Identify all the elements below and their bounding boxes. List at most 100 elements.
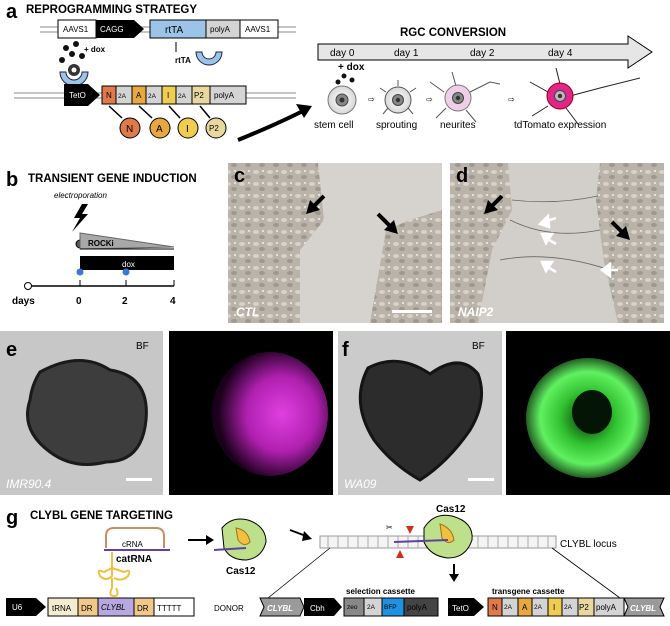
dox-bar bbox=[80, 256, 174, 270]
polya-label-g2: polyA bbox=[596, 603, 617, 612]
tick-label-0: 0 bbox=[76, 296, 82, 307]
panel-g-title: CLYBL GENE TARGETING bbox=[30, 510, 173, 522]
a-label-g: A bbox=[522, 603, 528, 612]
u6-promoter bbox=[6, 598, 46, 616]
stage-stem-cell: stem cell bbox=[314, 120, 353, 131]
panel-e-bf-label: BF bbox=[136, 341, 149, 352]
panel-label-a: a bbox=[6, 1, 18, 23]
aavs1-right-box bbox=[239, 19, 279, 39]
panel-e-organoid bbox=[26, 359, 148, 466]
day-2: day 2 bbox=[470, 48, 495, 59]
p2-label-g: P2 bbox=[579, 603, 589, 612]
conversion-arrow bbox=[237, 108, 306, 142]
panel-c-scalebar bbox=[392, 310, 432, 313]
tick-label-2: 2 bbox=[122, 296, 128, 307]
panel-c-arrowhead-1 bbox=[306, 200, 320, 214]
2a-label-g2: 2A bbox=[504, 604, 513, 611]
factor-n bbox=[119, 117, 141, 139]
panel-f-reporter-label: POU4F2-h2b-mNeonG bbox=[512, 341, 614, 352]
panel-b: b TRANSIENT GENE INDUCTION electroporati… bbox=[6, 169, 197, 307]
panel-d-arrowhead-1 bbox=[484, 200, 498, 214]
panel-c-arrowhead-2 bbox=[384, 220, 398, 234]
dox-label-2: + dox bbox=[338, 62, 365, 73]
cas12-label: Cas12 bbox=[226, 566, 256, 577]
stage-neurites: neurites bbox=[440, 120, 476, 131]
clybl-right-arm bbox=[623, 597, 665, 617]
dox-receptor bbox=[59, 64, 89, 87]
factor-p2-label: P2 bbox=[209, 124, 219, 133]
timeline-arrow bbox=[317, 35, 653, 69]
factor-i-label: I bbox=[186, 124, 189, 135]
scissors-icon: ✂ bbox=[386, 523, 393, 532]
panel-f-organoid bbox=[358, 359, 484, 482]
panel-d-white-arrows bbox=[537, 213, 618, 279]
polya-label-2: polyA bbox=[214, 91, 235, 100]
dr-label-2: DR bbox=[137, 604, 149, 613]
teto-promoter bbox=[64, 84, 100, 106]
donor-label: DONOR bbox=[214, 604, 244, 613]
cas12-bound-label: Cas12 bbox=[436, 504, 466, 515]
panel-c: c CTL bbox=[228, 163, 442, 323]
rocki-wedge bbox=[79, 232, 175, 250]
teto-label: TetO bbox=[69, 91, 86, 100]
factor-n-label: N bbox=[126, 124, 133, 135]
days-axis-origin bbox=[24, 282, 32, 290]
terminator-box bbox=[153, 597, 195, 617]
days-axis-label: days bbox=[12, 296, 35, 307]
panel-a: a REPROGRAMMING STRATEGY AAVS1 CAGG rtTA… bbox=[6, 1, 653, 142]
panel-label-f: f bbox=[342, 339, 349, 361]
factor-arrows bbox=[108, 105, 211, 119]
clybl-left-label: CLYBL bbox=[267, 604, 293, 613]
panel-d-arrowhead-2 bbox=[616, 226, 630, 240]
trna-clover bbox=[97, 552, 131, 598]
cbh-label: Cbh bbox=[310, 604, 325, 613]
neurites-cell bbox=[429, 71, 501, 123]
cas12-complex bbox=[213, 518, 267, 561]
rtta-label: rtTA bbox=[165, 25, 183, 36]
panel-c-colony-left bbox=[228, 163, 324, 323]
factor-i bbox=[177, 117, 199, 139]
day-0: day 0 bbox=[330, 48, 355, 59]
polya-box-g2 bbox=[593, 597, 625, 617]
stage-arrow-1: ⇨ bbox=[368, 95, 375, 104]
tick-label-4: 4 bbox=[170, 296, 176, 307]
aavs1-left-label: AAVS1 bbox=[63, 25, 89, 34]
stage-arrow-3: ⇨ bbox=[508, 95, 515, 104]
panel-b-title: TRANSIENT GENE INDUCTION bbox=[28, 173, 197, 185]
stage-arrow-2: ⇨ bbox=[426, 95, 433, 104]
teto-label-g: TetO bbox=[452, 604, 469, 613]
panel-g: g CLYBL GENE TARGETING cRNA catRNA Cas12 bbox=[6, 504, 665, 617]
factor-a-label: A bbox=[156, 124, 163, 135]
stem-cell bbox=[327, 85, 357, 115]
day-4: day 4 bbox=[548, 48, 573, 59]
panel-c-label: CTL bbox=[236, 305, 259, 319]
crna-loop bbox=[105, 527, 165, 548]
clybl-left-arm bbox=[259, 597, 305, 617]
panel-c-colony-right bbox=[370, 210, 442, 323]
cut-site-bottom bbox=[396, 550, 404, 558]
dox-molecules bbox=[59, 41, 85, 63]
panel-f-bf-label: BF bbox=[472, 341, 485, 352]
panel-e-reporter-label: POU4F2-tdTomato bbox=[182, 341, 266, 352]
cas12-bound bbox=[393, 514, 473, 559]
cagg-label: CAGG bbox=[100, 25, 124, 34]
panel-f: f BF WA09 POU4F2-h2b-mNeonG bbox=[338, 331, 670, 495]
stage-sprouting: sprouting bbox=[376, 120, 417, 131]
lightning-icon bbox=[72, 204, 88, 232]
polya-box-2 bbox=[209, 85, 247, 105]
2a-label-g4: 2A bbox=[564, 604, 573, 611]
2a-label-3: 2A bbox=[178, 93, 187, 100]
panel-label-e: e bbox=[6, 339, 17, 361]
selection-title: selection cassette bbox=[346, 587, 415, 596]
2a-label-2: 2A bbox=[148, 93, 157, 100]
polya-box-g1 bbox=[403, 597, 439, 617]
panel-e-scalebar bbox=[126, 478, 152, 481]
panel-f-scalebar bbox=[468, 478, 494, 481]
teto-promoter-g bbox=[448, 598, 484, 616]
day-1: day 1 bbox=[394, 48, 419, 59]
transgene-title: transgene cassette bbox=[492, 587, 565, 596]
panel-f-fluor-lumen bbox=[572, 390, 612, 434]
2a-label-g3: 2A bbox=[534, 604, 543, 611]
panel-e-line-label: IMR90.4 bbox=[6, 477, 52, 491]
